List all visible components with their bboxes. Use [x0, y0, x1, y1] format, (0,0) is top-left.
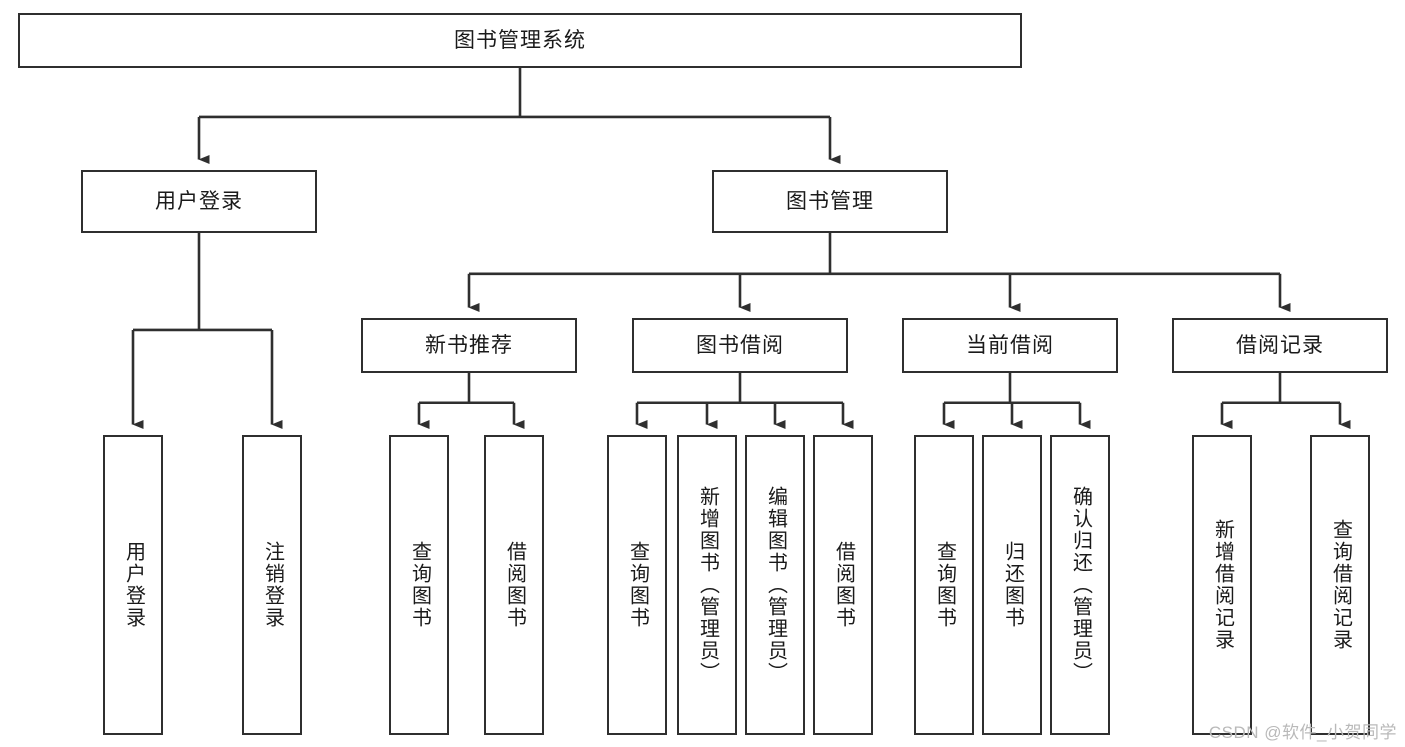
node-leaf-borrow-book-1[interactable]: 借阅图书: [484, 435, 544, 735]
node-leaf-user-logout[interactable]: 注销登录: [242, 435, 302, 735]
node-label: 查询图书: [933, 541, 956, 629]
node-label: 当前借阅: [966, 333, 1054, 357]
node-label: 归还图书: [1001, 541, 1024, 629]
node-label: 新书推荐: [425, 333, 513, 357]
node-label: 借阅图书: [503, 541, 526, 629]
node-label: 编辑图书（管理员）: [764, 486, 787, 684]
node-label: 图书借阅: [696, 333, 784, 357]
node-leaf-query-book-3[interactable]: 查询图书: [914, 435, 974, 735]
node-leaf-query-book-1[interactable]: 查询图书: [389, 435, 449, 735]
node-leaf-borrow-book-2[interactable]: 借阅图书: [813, 435, 873, 735]
node-label: 查询图书: [408, 541, 431, 629]
node-leaf-add-record[interactable]: 新增借阅记录: [1192, 435, 1252, 735]
node-label: 查询图书: [626, 541, 649, 629]
node-leaf-edit-book[interactable]: 编辑图书（管理员）: [745, 435, 805, 735]
node-leaf-return-book[interactable]: 归还图书: [982, 435, 1042, 735]
node-label: 用户登录: [122, 541, 145, 629]
node-new-book-rec[interactable]: 新书推荐: [361, 318, 577, 373]
node-book-manage[interactable]: 图书管理: [712, 170, 948, 233]
node-label: 查询借阅记录: [1329, 519, 1352, 651]
node-current-borrow[interactable]: 当前借阅: [902, 318, 1118, 373]
node-leaf-add-book[interactable]: 新增图书（管理员）: [677, 435, 737, 735]
node-label: 新增借阅记录: [1211, 519, 1234, 651]
node-label: 确认归还（管理员）: [1069, 486, 1092, 684]
node-label: 借阅记录: [1236, 333, 1324, 357]
node-label: 图书管理: [786, 189, 874, 213]
node-user-login[interactable]: 用户登录: [81, 170, 317, 233]
node-leaf-confirm-return[interactable]: 确认归还（管理员）: [1050, 435, 1110, 735]
node-root[interactable]: 图书管理系统: [18, 13, 1022, 68]
node-leaf-user-login[interactable]: 用户登录: [103, 435, 163, 735]
node-label: 用户登录: [155, 189, 243, 213]
node-label: 借阅图书: [832, 541, 855, 629]
node-leaf-query-record[interactable]: 查询借阅记录: [1310, 435, 1370, 735]
node-borrow-record[interactable]: 借阅记录: [1172, 318, 1388, 373]
watermark-text: CSDN @软件_小贺同学: [1208, 723, 1397, 742]
node-label: 图书管理系统: [454, 28, 586, 52]
node-book-borrow[interactable]: 图书借阅: [632, 318, 848, 373]
node-leaf-query-book-2[interactable]: 查询图书: [607, 435, 667, 735]
node-label: 注销登录: [261, 541, 284, 629]
edge-group: [131, 68, 1351, 429]
node-label: 新增图书（管理员）: [696, 486, 719, 684]
